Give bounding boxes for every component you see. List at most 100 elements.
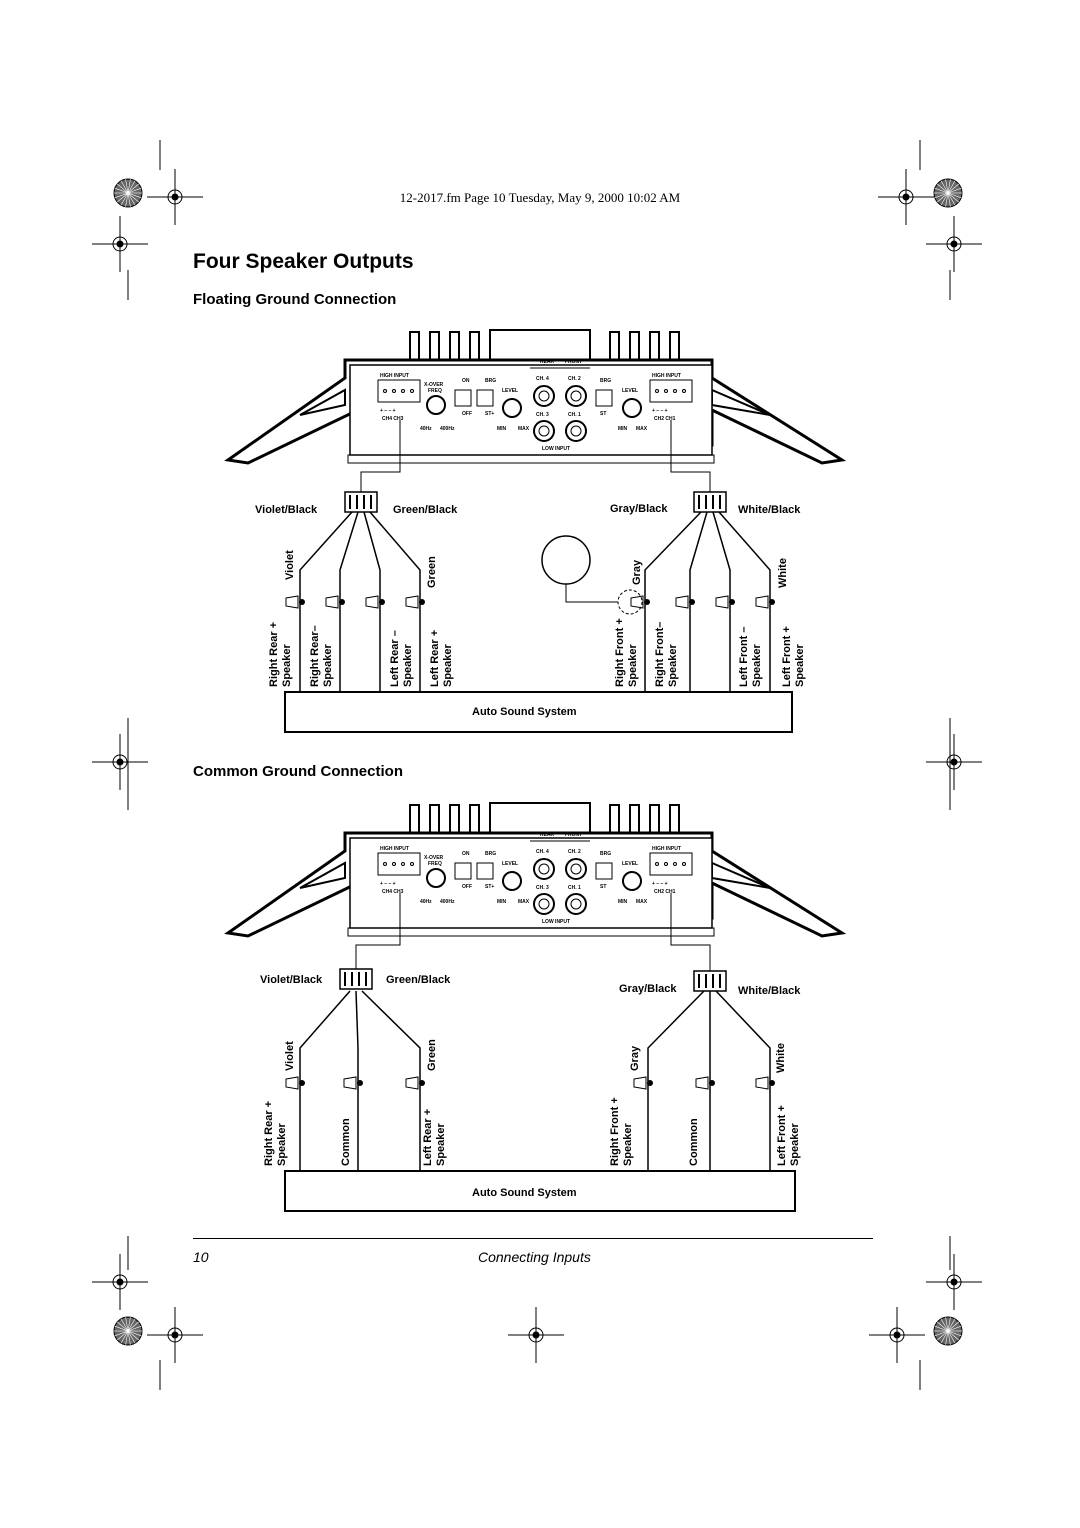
speaker-label: Speaker xyxy=(435,1122,447,1166)
speaker-label: Speaker xyxy=(402,643,414,687)
auto-sound-system-label: Auto Sound System xyxy=(472,1187,577,1199)
label-40hz: 40Hz xyxy=(420,426,432,432)
level-knob xyxy=(502,871,522,891)
label-freq: FREQ xyxy=(428,861,442,867)
rca-jack xyxy=(533,858,555,880)
registration-target xyxy=(117,1330,129,1341)
heatsink-fin xyxy=(429,804,440,834)
heatsink-fin xyxy=(711,388,771,416)
label-front: FRONT xyxy=(565,832,582,838)
label-level: LEVEL xyxy=(622,388,638,394)
connector-pin xyxy=(401,389,405,393)
switch xyxy=(476,389,494,407)
registration-target xyxy=(127,1317,131,1332)
speaker-label: Speaker xyxy=(322,643,334,687)
crop-mark xyxy=(902,193,910,201)
level-knob xyxy=(622,398,642,418)
registration-target xyxy=(127,180,136,194)
registration-target xyxy=(114,1330,129,1337)
wire xyxy=(689,511,708,692)
wire xyxy=(355,893,401,969)
freq-knob xyxy=(426,395,446,415)
heatsink-fin xyxy=(299,388,346,416)
label-brg: BRG xyxy=(600,851,611,857)
crop-mark xyxy=(112,236,128,252)
registration-target xyxy=(127,183,139,194)
label-violet: Violet xyxy=(284,1041,296,1071)
label-400hz: 400Hz xyxy=(440,899,455,905)
connector-pin xyxy=(410,389,414,393)
wire-junction xyxy=(644,599,650,605)
wire xyxy=(670,893,711,971)
registration-target xyxy=(125,179,129,194)
wire xyxy=(712,511,731,692)
wire xyxy=(647,990,705,1171)
rca-jack xyxy=(570,425,582,437)
wire-junction xyxy=(689,599,695,605)
label-400hz: 400Hz xyxy=(440,426,455,432)
label-max: MAX xyxy=(636,426,648,432)
label-40hz: 40Hz xyxy=(420,899,432,905)
label-level: LEVEL xyxy=(622,861,638,867)
page-title: Four Speaker Outputs xyxy=(193,250,414,273)
crop-mark xyxy=(116,758,124,766)
label-gray: Gray xyxy=(629,1045,641,1071)
speaker-label: Left Front + xyxy=(781,626,793,687)
section-title-common: Common Ground Connection xyxy=(193,763,403,780)
label-off: OFF xyxy=(462,884,472,890)
wire xyxy=(369,511,421,692)
label-brg: BRG xyxy=(485,378,496,384)
label-white-black: White/Black xyxy=(738,504,801,516)
running-head: 12-2017.fm Page 10 Tuesday, May 9, 2000 … xyxy=(399,190,681,205)
crop-mark xyxy=(171,193,179,201)
crop-mark xyxy=(116,1278,124,1286)
registration-target xyxy=(945,1317,949,1332)
heatsink-fin xyxy=(649,804,660,834)
switch xyxy=(454,862,472,880)
wire-nut xyxy=(715,595,729,609)
label-brg: BRG xyxy=(485,851,496,857)
input-connector xyxy=(377,852,421,876)
label-high-input: HIGH INPUT xyxy=(380,846,409,852)
registration-target xyxy=(127,1330,142,1337)
crop-mark xyxy=(950,758,958,766)
speaker-label: Left Rear + xyxy=(429,630,441,687)
label-brg: BRG xyxy=(600,378,611,384)
wire-nut xyxy=(695,1076,709,1090)
label-ch1: CH. 1 xyxy=(568,885,581,891)
rca-jack xyxy=(565,858,587,880)
connector-pin xyxy=(383,862,387,866)
footer-chapter: Connecting Inputs xyxy=(478,1249,591,1265)
wire-junction xyxy=(729,599,735,605)
crop-mark xyxy=(171,1331,179,1339)
connector-pin xyxy=(682,862,686,866)
crop-mark xyxy=(893,1331,901,1339)
heatsink-fin xyxy=(449,804,460,834)
connector-pin xyxy=(401,862,405,866)
wire-junction xyxy=(419,1080,425,1086)
amp-base xyxy=(347,454,715,464)
input-connector xyxy=(649,852,693,876)
crop-mark xyxy=(889,1327,905,1343)
heatsink-fin xyxy=(609,804,620,834)
registration-target xyxy=(127,1330,136,1344)
label-ch2-ch1: CH2 CH1 xyxy=(654,889,676,895)
crop-mark xyxy=(167,1327,183,1343)
wire-plug xyxy=(693,491,727,513)
rca-jack xyxy=(570,898,582,910)
registration-target xyxy=(934,187,949,194)
wire xyxy=(360,420,401,492)
wire-junction xyxy=(419,599,425,605)
connector-pin xyxy=(664,862,668,866)
registration-target xyxy=(934,192,949,199)
crop-mark xyxy=(950,1278,958,1286)
registration-target xyxy=(947,192,951,207)
label-rear: REAR xyxy=(540,359,555,365)
rca-jack xyxy=(533,385,555,407)
registration-target xyxy=(125,1317,129,1332)
crop-mark xyxy=(528,1327,544,1343)
heatsink-fin xyxy=(429,331,440,361)
wire xyxy=(299,511,353,692)
crop-mark xyxy=(946,754,962,770)
